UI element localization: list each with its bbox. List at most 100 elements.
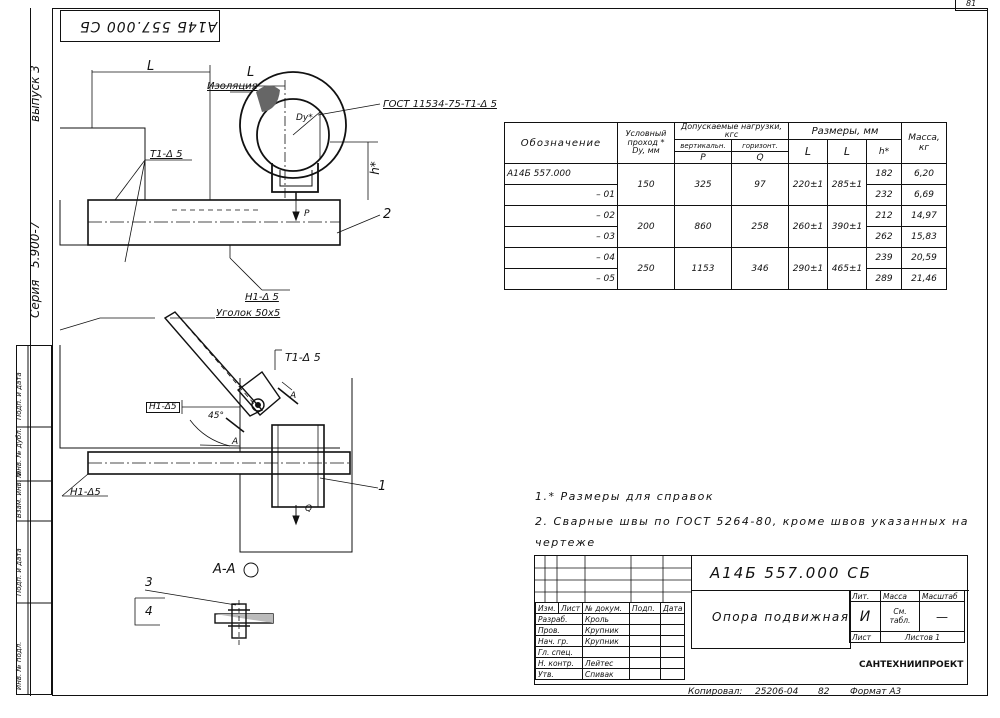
title-people-table: Изм. Лист № докум. Подп. Дата Разраб.Кро…	[534, 602, 686, 680]
person-name: Кроль	[582, 613, 631, 625]
row-code: – 04	[504, 247, 618, 269]
h1-top-label: Н1-Δ 5	[245, 292, 279, 303]
row-code: – 01	[504, 184, 618, 206]
cell-l: 390±1	[827, 205, 867, 248]
role: Пров.	[534, 624, 584, 636]
hdr-p: P	[674, 151, 732, 164]
cell-p: 1153	[674, 247, 732, 290]
cell-p: 325	[674, 163, 732, 206]
cell-L: 290±1	[788, 247, 828, 290]
mass-value: См. табл.	[880, 601, 920, 632]
row-code: – 02	[504, 205, 618, 227]
cell-h: 212	[866, 205, 902, 227]
h1-mid-label: Н1-Δ5	[146, 402, 180, 413]
note-2: 2. Сварные швы по ГОСТ 5264-80, кроме шв…	[535, 515, 969, 528]
lit-mass-scale-table: Лит. Масса Масштаб И См. табл. — Лист Ли…	[849, 590, 965, 643]
cell-mass: 15,83	[901, 226, 947, 248]
role: Разраб.	[534, 613, 584, 625]
section-aa-geometry	[134, 562, 274, 645]
cell-dy: 200	[617, 205, 675, 248]
person-name: Крупник	[582, 635, 631, 647]
role: Утв.	[534, 668, 584, 680]
person-name	[582, 646, 631, 658]
cell-dy: 250	[617, 247, 675, 290]
doc-name-cell: Опора подвижная	[691, 590, 851, 649]
doc-name: Опора подвижная	[712, 610, 850, 624]
sheet-number-box: 81	[955, 0, 988, 11]
hdr-q: Q	[731, 151, 789, 164]
footer-copied: Копировал:	[688, 687, 743, 697]
footer-copy-number: 25206-04	[755, 687, 799, 697]
cell-q: 97	[731, 163, 789, 206]
cell-mass: 21,46	[901, 268, 947, 290]
cell-dy: 150	[617, 163, 675, 206]
lit-value: И	[849, 601, 881, 632]
doc-code: А14Б 557.000 СБ	[710, 564, 872, 582]
cell-mass: 20,59	[901, 247, 947, 269]
org-cell: САНТЕХНИИПРОЕКТ	[849, 648, 968, 684]
cell-l: 465±1	[827, 247, 867, 290]
spec-table: Обозначение Условный проход * Dy, мм Доп…	[504, 122, 947, 290]
scale-value: —	[919, 601, 965, 632]
pos3-label: 3	[145, 575, 153, 589]
cell-mass: 14,97	[901, 205, 947, 227]
role: Гл. спец.	[534, 646, 584, 658]
cell-q: 346	[731, 247, 789, 290]
hdr-nominal: Условный проход * Dy, мм	[617, 122, 675, 164]
h-star-label: h*	[367, 161, 382, 175]
cell-l: 285±1	[827, 163, 867, 206]
gost-weld-label: ГОСТ 11534-75-Т1-Δ 5	[383, 99, 497, 110]
row-code: А14Б 557.000	[504, 163, 618, 185]
dim-L1: L	[147, 59, 155, 74]
hdr-mass: Масса, кг	[901, 122, 947, 164]
footer-format: Формат А3	[850, 687, 902, 697]
mirrored-code-box: А14Б 557.000 СБ	[60, 10, 220, 42]
cell-h: 182	[866, 163, 902, 185]
note-2b: чертеже	[535, 536, 596, 549]
col-sign: Подп.	[629, 602, 662, 614]
deg45-label: 45°	[208, 411, 224, 421]
sheet-label: Лист	[849, 631, 881, 643]
hdr-loads: Допускаемые нагрузки, кгс	[674, 122, 789, 140]
t1-mid-label: Т1-Δ 5	[285, 351, 321, 364]
col-list: Лист	[557, 602, 584, 614]
col-izm: Изм.	[535, 602, 559, 614]
top-view-geometry	[59, 65, 381, 291]
role: Нач. гр.	[534, 635, 584, 647]
note-1: 1.* Размеры для справок	[535, 490, 715, 503]
sheet-number: 81	[966, 0, 977, 8]
mass-label: Масса	[880, 590, 920, 602]
scale-label: Масштаб	[919, 590, 965, 602]
row-code: – 05	[504, 268, 618, 290]
col-doc: № докум.	[582, 602, 631, 614]
hdr-sizes: Размеры, мм	[788, 122, 902, 140]
cell-p: 860	[674, 205, 732, 248]
a-mark-2: А	[232, 437, 239, 447]
person-name: Спивак	[582, 668, 631, 680]
sheet-frame	[52, 8, 988, 696]
hdr-L: L	[788, 139, 828, 164]
person-name: Крупник	[582, 624, 631, 636]
cell-h: 262	[866, 226, 902, 248]
title-block: Изм. Лист № докум. Подп. Дата Разраб.Кро…	[534, 555, 969, 685]
q-load-label: Q	[305, 504, 313, 514]
lit-label: Лит.	[849, 590, 881, 602]
org-name: САНТЕХНИИПРОЕКТ	[859, 660, 964, 670]
col-date: Дата	[660, 602, 686, 614]
hdr-designation: Обозначение	[504, 122, 618, 164]
cell-q: 258	[731, 205, 789, 248]
angle-label: Уголок 50х5	[216, 308, 281, 319]
cell-h: 239	[866, 247, 902, 269]
a-mark-1: А	[290, 391, 297, 401]
hdr-horizontal: горизонт.	[731, 139, 789, 152]
doc-code-cell: А14Б 557.000 СБ	[691, 556, 969, 591]
cell-L: 260±1	[788, 205, 828, 248]
p-load-label: P	[304, 209, 310, 219]
pos1-label: 1	[378, 479, 387, 494]
hdr-l: L	[827, 139, 867, 164]
dim-L2: L	[247, 65, 255, 80]
side-view-geometry	[59, 311, 379, 553]
t1-top-label: Т1-Δ 5	[150, 149, 183, 160]
insulation-label: Изоляция	[207, 81, 258, 92]
